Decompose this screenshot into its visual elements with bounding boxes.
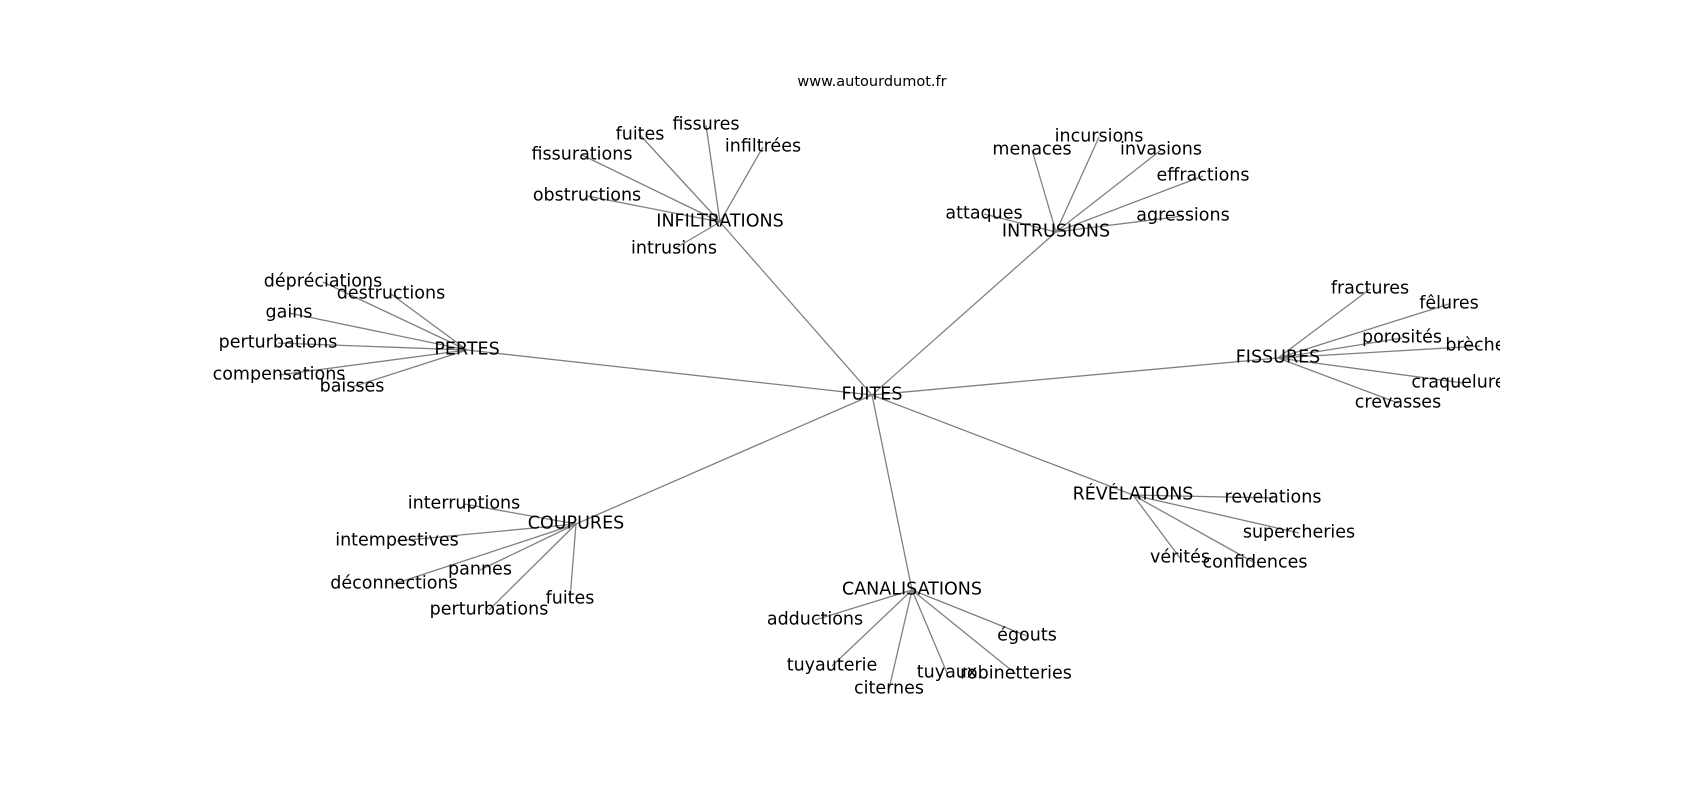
edge-6-0 — [814, 589, 913, 621]
child-node: brèches — [1445, 335, 1500, 356]
edge-0-4 — [586, 195, 721, 223]
edge-3-4 — [1277, 357, 1464, 384]
child-node: fuites — [545, 588, 595, 609]
edge-5-2 — [479, 523, 577, 571]
child-node: égouts — [997, 625, 1057, 646]
edge-5-5 — [569, 523, 577, 600]
edge-5-3 — [393, 523, 577, 585]
edge-3-0 — [1277, 288, 1371, 359]
edge-3-5 — [1277, 357, 1399, 404]
child-node: fractures — [1330, 278, 1410, 299]
edge-root-2 — [466, 349, 873, 396]
child-node: baisses — [319, 376, 385, 397]
edge-1-4 — [983, 213, 1057, 233]
group-node: PERTES — [434, 339, 500, 360]
edge-5-1 — [396, 523, 577, 542]
edge-3-1 — [1277, 303, 1450, 359]
child-node: attaques — [945, 203, 1023, 224]
child-node: tuyaux — [916, 662, 978, 683]
child-node: fuites — [615, 124, 665, 145]
child-node: porosités — [1361, 327, 1443, 348]
edge-root-1 — [871, 231, 1057, 396]
child-node: supercheries — [1242, 522, 1356, 543]
edge-0-0 — [639, 134, 721, 223]
edge-1-2 — [1055, 149, 1162, 233]
edge-6-5 — [888, 589, 913, 690]
edge-2-0 — [322, 281, 468, 351]
child-node: dépréciations — [263, 271, 383, 292]
group-node: INFILTRATIONS — [656, 211, 784, 232]
edge-6-3 — [911, 589, 948, 674]
group-node: CANALISATIONS — [841, 579, 983, 600]
edge-6-2 — [831, 589, 913, 667]
edge-0-5 — [673, 221, 721, 250]
child-node: effractions — [1156, 165, 1250, 186]
edge-root-4 — [871, 394, 1134, 496]
edge-0-1 — [705, 124, 721, 223]
edge-2-5 — [351, 349, 468, 388]
child-node: robinetteries — [960, 663, 1072, 684]
child-node: craquelures — [1411, 372, 1500, 393]
edge-2-4 — [278, 349, 468, 376]
child-node: pannes — [448, 559, 512, 580]
edge-2-1 — [390, 293, 468, 351]
child-node: compensations — [213, 364, 346, 385]
source-label: www.autourdumot.fr — [797, 74, 947, 90]
edge-4-0 — [1132, 494, 1274, 499]
edge-root-3 — [871, 357, 1279, 396]
child-node: fissurations — [531, 144, 633, 165]
child-node: confidences — [1202, 552, 1308, 573]
child-node: menaces — [992, 139, 1072, 160]
child-node: gains — [265, 302, 313, 323]
child-node: vérités — [1150, 547, 1210, 568]
child-node: obstructions — [532, 185, 642, 206]
child-node: revelations — [1224, 487, 1322, 508]
child-node: intrusions — [631, 238, 717, 259]
child-node: destructions — [336, 283, 446, 304]
edge-6-1 — [911, 589, 1028, 637]
child-node: citernes — [854, 678, 924, 699]
group-node: COUPURES — [527, 513, 625, 534]
root-node: FUITES — [841, 384, 903, 405]
child-node: fêlures — [1419, 293, 1479, 314]
child-node: invasions — [1120, 139, 1202, 160]
child-node: fissures — [672, 114, 740, 135]
edge-0-3 — [581, 154, 721, 223]
edge-1-0 — [1031, 149, 1057, 233]
edge-4-1 — [1132, 494, 1300, 534]
child-node: agressions — [1136, 205, 1230, 226]
edge-6-4 — [911, 589, 1017, 675]
edge-1-5 — [1055, 215, 1184, 233]
child-node: intempestives — [335, 530, 459, 551]
edge-0-2 — [719, 146, 764, 223]
edge-2-2 — [288, 312, 468, 351]
child-node: interruptions — [407, 493, 521, 514]
edge-root-6 — [871, 394, 913, 591]
edge-5-0 — [463, 503, 577, 525]
child-node: incursions — [1054, 126, 1144, 147]
child-node: tuyauterie — [786, 655, 878, 676]
edge-4-3 — [1132, 494, 1256, 564]
group-node: RÉVÉLATIONS — [1072, 484, 1194, 505]
edge-root-0 — [719, 221, 873, 396]
child-node: perturbations — [429, 599, 549, 620]
edge-3-3 — [1277, 345, 1481, 359]
edge-root-5 — [575, 394, 873, 525]
edge-5-4 — [488, 523, 577, 611]
child-node: infiltrées — [724, 136, 802, 157]
edge-1-1 — [1055, 136, 1100, 233]
child-node: perturbations — [218, 332, 338, 353]
edge-2-3 — [277, 342, 468, 351]
child-node: déconnections — [330, 573, 458, 594]
edge-4-2 — [1132, 494, 1181, 559]
edge-3-2 — [1277, 337, 1403, 359]
group-node: FISSURES — [1235, 347, 1321, 368]
child-node: adductions — [766, 609, 864, 630]
child-node: crevasses — [1354, 392, 1442, 413]
edge-1-3 — [1055, 175, 1204, 233]
group-node: INTRUSIONS — [1001, 221, 1111, 242]
